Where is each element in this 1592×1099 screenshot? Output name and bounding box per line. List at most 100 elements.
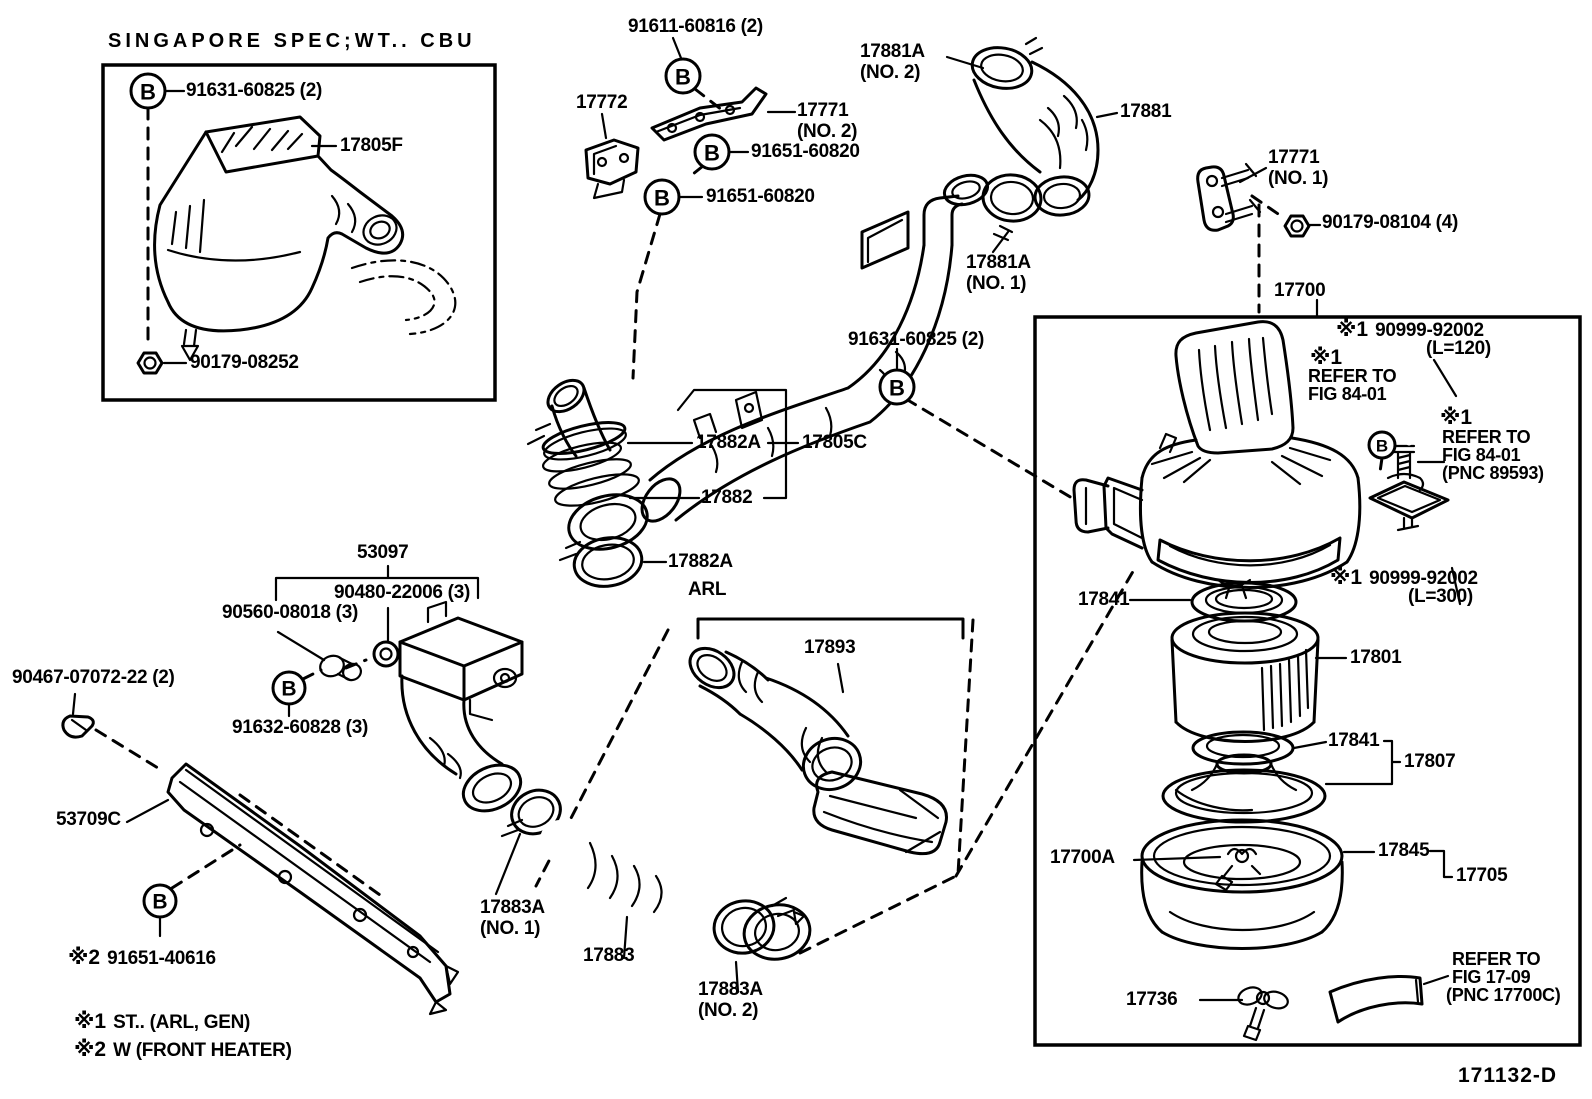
label-l300: (L=300) (1408, 586, 1473, 607)
note1-marker: ※1 (1330, 566, 1363, 589)
footnote-2: ※2 W (FRONT HEATER) (74, 1038, 292, 1062)
connector-b-label: B (152, 891, 167, 914)
label-90467-07072: 90467-07072-22 (2) (12, 667, 175, 688)
clamp-17882A-lower-drawing (558, 536, 644, 588)
hose-90999-L300-drawing (1361, 524, 1472, 606)
label-17736: 17736 (1126, 989, 1178, 1010)
drawing-code: 171132-D (1458, 1064, 1558, 1087)
label-17882: 17882 (701, 487, 753, 508)
label-17881A-no2: 17881A (NO. 2) (860, 41, 925, 84)
connector-b-label: B (889, 376, 905, 401)
clamp-17883A-no2-drawing (712, 896, 806, 955)
wing-nut-17700A-drawing (1226, 847, 1258, 856)
note2-marker: ※2 (74, 1038, 107, 1061)
label-bolt-91631-inset: 91631-60825 (2) (186, 80, 322, 101)
label-refer-fig8401-a1: REFER TO (1308, 366, 1397, 386)
nut-90179-08104-icon (1283, 214, 1311, 238)
label-17700: 17700 (1274, 280, 1326, 301)
label-90179-08104: 90179-08104 (4) (1322, 212, 1458, 233)
label-refer-fig1709-2: FIG 17-09 (1452, 967, 1531, 987)
label-91632-60828: 91632-60828 (3) (232, 717, 368, 738)
label-refer-fig8401-b1: REFER TO (1442, 427, 1531, 447)
label-17700A: 17700A (1050, 847, 1115, 868)
label-91651-60820-a: 91651-60820 (751, 141, 860, 162)
construction-dashed-lines (94, 87, 1384, 955)
part-suffix: (NO. 1) (1268, 167, 1329, 189)
connector-b-label: B (281, 678, 296, 701)
case-17845-drawing (1140, 818, 1344, 950)
label-17772: 17772 (576, 92, 628, 113)
part-number: 17883A (698, 979, 763, 1000)
label-53709C: 53709C (56, 809, 121, 830)
label-refer-fig1709-1: REFER TO (1452, 949, 1541, 969)
clamp-17882A-upper-drawing (526, 421, 627, 461)
inset-box-frame (101, 63, 497, 402)
label-17771-no1: 17771 (NO. 1) (1268, 147, 1329, 190)
part-number: 17881A (860, 41, 925, 62)
hose-17893-drawing (688, 646, 948, 856)
part-suffix: (NO. 1) (480, 917, 541, 939)
label-pnc-17700C: (PNC 17700C) (1446, 985, 1561, 1005)
nut-90179-08252-icon (136, 351, 164, 375)
part-number: 17771 (1268, 147, 1320, 168)
hose-90999-L120-drawing (1405, 388, 1464, 446)
note1-marker: ※1 (74, 1010, 107, 1033)
inlet-53097-drawing (398, 600, 524, 813)
clamp-17881A-no1-drawing (981, 173, 1043, 242)
bracket-17771-no1-drawing (1196, 162, 1262, 232)
connector-b-label: B (654, 186, 670, 211)
note1-marker: ※1 (1440, 406, 1473, 429)
label-91651-60820-b: 91651-60820 (706, 186, 815, 207)
label-arl-group: ARL (688, 579, 727, 600)
part-suffix: (NO. 2) (797, 120, 858, 142)
label-pnc-89593: (PNC 89593) (1442, 463, 1544, 483)
label-90480-22006: 90480-22006 (3) (334, 582, 470, 603)
label-17805C: 17805C (802, 432, 867, 453)
footnote-text: W (FRONT HEATER) (113, 1040, 292, 1061)
note1-marker: ※1 (1310, 346, 1343, 369)
arl-group-bracket (696, 617, 965, 640)
label-90999-l120: ※1 90999-92002 (1336, 318, 1484, 342)
part-number: 91651-40616 (107, 948, 216, 969)
clip-90467-drawing (61, 714, 95, 739)
label-90560-08018: 90560-08018 (3) (222, 602, 358, 623)
label-90179-08252: 90179-08252 (190, 352, 299, 373)
part-number: 90999-92002 (1375, 320, 1484, 341)
connector-b-label: B (1376, 437, 1388, 456)
part-suffix: (NO. 2) (698, 999, 759, 1021)
label-17841-lower: 17841 (1328, 730, 1380, 751)
resonator-box-drawing (812, 770, 948, 856)
connector-b-label: B (675, 65, 691, 90)
label-90999-l300: ※1 90999-92002 (1330, 566, 1478, 590)
label-17807: 17807 (1404, 751, 1456, 772)
label-17881: 17881 (1120, 101, 1172, 122)
part-suffix: (NO. 2) (860, 61, 921, 83)
label-17883A-no1: 17883A (NO. 1) (480, 897, 545, 940)
inset-title: SINGAPORE SPEC;WT.. CBU (108, 30, 476, 52)
collar-and-nut-53097-drawing (319, 640, 400, 682)
connector-b-label: B (140, 80, 156, 105)
hose-17881-drawing (970, 36, 1100, 217)
label-17771-no2: 17771 (NO. 2) (797, 100, 858, 143)
label-17893: 17893 (804, 637, 856, 658)
label-17883: 17883 (583, 945, 635, 966)
label-17805F: 17805F (340, 135, 403, 156)
label-l120: (L=120) (1426, 338, 1491, 359)
leader-lines (71, 36, 1462, 1002)
label-17705: 17705 (1456, 865, 1508, 886)
label-17801: 17801 (1350, 647, 1402, 668)
inset-air-cleaner-cap-drawing (153, 115, 457, 362)
label-91611-60816: 91611-60816 (2) (628, 16, 763, 37)
label-91631-60825: 91631-60825 (2) (848, 329, 984, 350)
label-17882A-upper: 17882A (696, 432, 761, 453)
note1-marker: ※1 (1336, 318, 1369, 341)
filter-element-17801-drawing (1170, 611, 1320, 743)
label-17883A-no2: 17883A (NO. 2) (698, 979, 763, 1022)
part-number: 90999-92002 (1369, 568, 1478, 589)
wing-bolt-17736-drawing (1237, 986, 1289, 1042)
part-number: 17771 (797, 100, 849, 121)
bracket-17772-drawing (584, 138, 640, 200)
refer-strip-drawing (1328, 975, 1424, 1024)
assembly-box-frame (1033, 315, 1582, 1047)
